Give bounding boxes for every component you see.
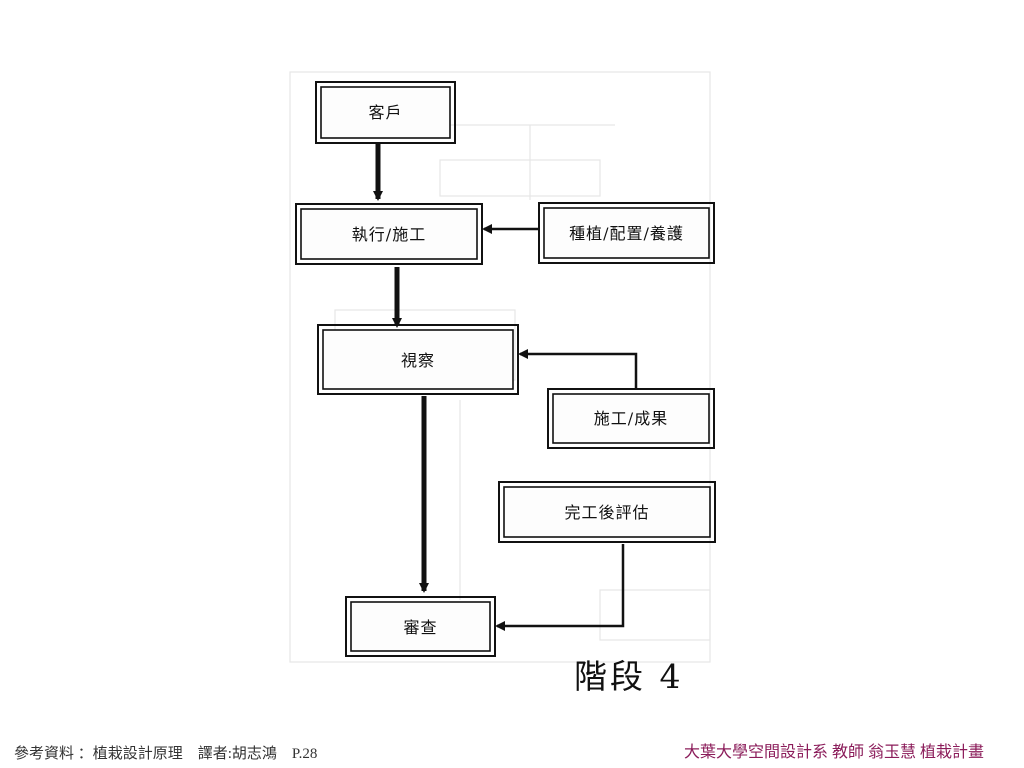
node-results: 施工/成果 (547, 388, 715, 449)
background-traces (289, 71, 711, 663)
arrow-results-to-inspect (518, 349, 638, 388)
node-evaluation-label: 完工後評估 (564, 503, 649, 522)
node-execute-label: 執行/施工 (352, 225, 426, 244)
node-planting: 種植/配置/養護 (538, 202, 715, 264)
node-inspect-label: 視察 (401, 351, 435, 370)
node-client: 客戶 (315, 81, 456, 144)
node-inspect: 視察 (317, 324, 519, 395)
node-evaluation: 完工後評估 (498, 481, 716, 543)
node-client-label: 客戶 (368, 103, 402, 122)
node-review-label: 審查 (403, 618, 437, 637)
node-execute: 執行/施工 (295, 203, 483, 265)
connectors (373, 143, 638, 631)
course-credit: 大葉大學空間設計系 教師 翁玉慧 植栽計畫 (683, 744, 984, 761)
node-planting-label: 種植/配置/養護 (569, 224, 684, 243)
reference-note: 參考資料 ：植栽設計原理 譯者:胡志鴻 P.28 (14, 746, 318, 762)
node-results-label: 施工/成果 (594, 409, 668, 428)
arrow-evaluation-to-review (495, 544, 625, 631)
node-review: 審查 (345, 596, 496, 657)
stage-label: 階段 4 (574, 657, 684, 696)
